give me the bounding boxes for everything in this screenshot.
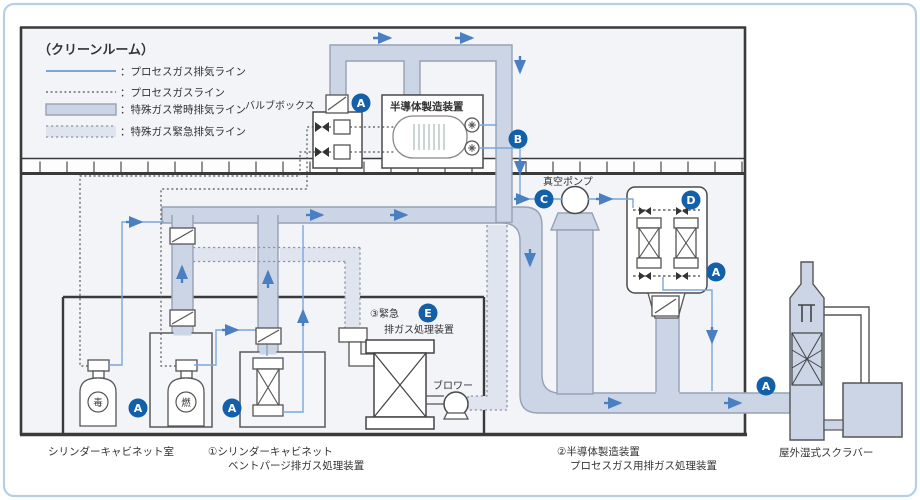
chamber-hatch [413, 124, 445, 150]
marker-badges: A B C D E A A A A [128, 93, 776, 418]
blower-label: ブロワー [433, 379, 473, 392]
emergency-exhaust-bands [193, 225, 508, 411]
valve-box-label: バルブボックス [245, 99, 315, 112]
legend-item-process-gas: ：プロセスガスライン [120, 87, 225, 99]
legend-item-emergency-exhaust: ：特殊ガス緊急排気ライン [120, 125, 246, 138]
svg-text:A: A [228, 402, 237, 415]
semi-treatment-label-1: ②半導体製造装置 [557, 445, 640, 458]
valve-icon [639, 207, 651, 215]
svg-text:A: A [712, 266, 721, 279]
valve-icon [639, 272, 651, 280]
marker-a-cylinder-2: A [222, 398, 242, 418]
dampers [169, 94, 680, 345]
valve-box-port-2 [333, 144, 351, 160]
gas-cylinder-1: 毒 [79, 359, 117, 427]
valve-icon [315, 147, 329, 157]
legend-item-regular-exhaust: ：特殊ガス常時排気ライン [120, 103, 246, 116]
packing [791, 332, 823, 386]
legend-swatch-emergency-exhaust [46, 126, 116, 137]
equipment-label: 半導体製造装置 [390, 100, 464, 113]
svg-text:E: E [424, 307, 432, 320]
marker-c-pump-inlet: C [534, 189, 554, 209]
marker-a-treatment-outlet: A [706, 262, 726, 282]
process-gas-lines [79, 126, 395, 367]
inlet-flange [338, 327, 368, 343]
gas-cylinder-2: 燃 [167, 359, 205, 427]
valve-icon [315, 122, 329, 132]
emergency-treatment-unit [338, 327, 435, 430]
svg-text:A: A [357, 97, 366, 110]
svg-text:C: C [540, 193, 548, 206]
flow-arrows [126, 32, 743, 409]
marker-a-scrubber-duct: A [756, 376, 776, 396]
legend-swatch-regular-exhaust [45, 103, 117, 116]
marker-e-emergency-unit: E [418, 303, 438, 323]
scrubber-label: 屋外湿式スクラバー [779, 446, 873, 459]
vent-purge-treatment-cabinet [239, 350, 326, 428]
recirculation-pipe [824, 306, 870, 383]
blower [426, 391, 470, 420]
cylinder-hazard-mark: 毒 [93, 397, 103, 409]
emergency-unit-label-1: ③緊急 [370, 307, 399, 320]
svg-text:A: A [762, 380, 771, 393]
scrubber-tank [842, 382, 903, 438]
legend-title: （クリーンルーム） [38, 42, 154, 58]
marker-b-duct-drop: B [508, 129, 528, 149]
valve-icon [676, 272, 688, 280]
equipment: 毒 燃 [79, 94, 903, 441]
labels: バルブボックス 半導体製造装置 真空ポンプ ③緊急 排ガス処理装置 ブロワー シ… [48, 99, 873, 472]
svg-text:B: B [514, 133, 522, 146]
vacuum-pump [549, 185, 601, 395]
spray-nozzles [798, 304, 815, 322]
semi-treatment-label-2: プロセスガス用排ガス処理装置 [570, 459, 717, 472]
cylinder-room-label: シリンダーキャビネット室 [48, 445, 174, 458]
cylinder-hazard-mark: 燃 [181, 397, 191, 409]
cabinet-label-1: ①シリンダーキャビネット [208, 445, 333, 458]
marker-a-cylinder-1: A [128, 398, 148, 418]
cleanroom-duct [329, 44, 513, 224]
marker-d-treatment-unit: D [681, 190, 701, 210]
legend-item-process-exhaust: ：プロセスガス排気ライン [120, 65, 246, 78]
legend: （クリーンルーム） ：プロセスガス排気ライン ：プロセスガスライン ：特殊ガス常… [38, 42, 246, 138]
marker-a-valve-box: A [351, 93, 371, 113]
process-chamber [392, 115, 468, 159]
svg-text:D: D [686, 194, 695, 207]
drop-duct [656, 316, 679, 394]
svg-text:A: A [134, 402, 143, 415]
outdoor-wet-scrubber [789, 261, 903, 441]
vacuum-pump-label: 真空ポンプ [543, 175, 593, 188]
cabinet-label-2: ベントパージ排ガス処理装置 [228, 459, 364, 472]
valve-box-port-1 [333, 119, 351, 135]
emergency-unit-label-2: 排ガス処理装置 [384, 323, 454, 336]
valve-icon [676, 207, 688, 215]
